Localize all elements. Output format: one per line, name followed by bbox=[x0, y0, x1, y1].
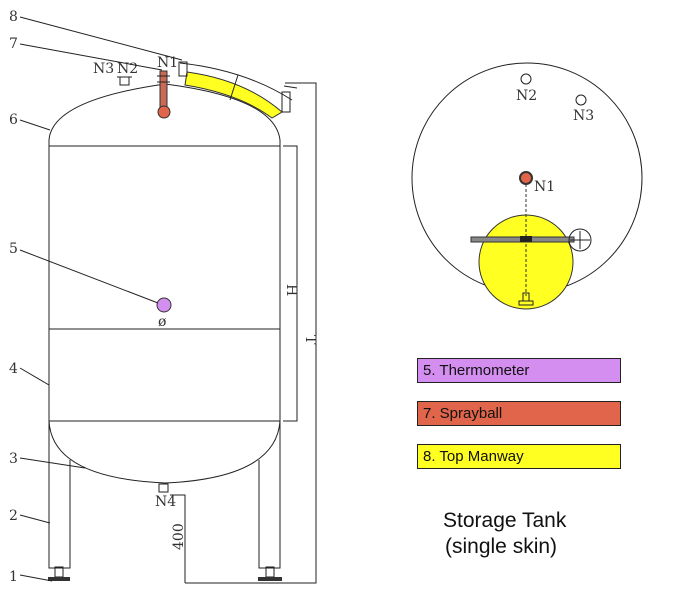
legend-thermometer: 5. Thermometer bbox=[417, 358, 621, 383]
callout-2: 2 bbox=[9, 508, 18, 524]
top-manway bbox=[184, 71, 283, 119]
total-height-dimension-line bbox=[185, 82, 317, 584]
callout-5: 5 bbox=[9, 241, 18, 257]
n4-label: N4 bbox=[155, 494, 176, 510]
callout-1: 1 bbox=[9, 569, 18, 585]
top-view-n1-label: N1 bbox=[534, 179, 555, 195]
legend-top-manway: 8. Top Manway bbox=[417, 444, 621, 469]
top-view-drawing: N2 N3 N1 bbox=[411, 62, 643, 310]
left-leg bbox=[48, 421, 71, 569]
diameter-label: ø bbox=[158, 314, 166, 330]
n4-nozzle bbox=[158, 483, 169, 493]
manway-clamp bbox=[281, 91, 291, 113]
n3-label: N3 bbox=[93, 61, 114, 77]
bottom-head bbox=[48, 420, 281, 484]
thermometer bbox=[156, 297, 172, 313]
sprayball-pipe bbox=[159, 70, 168, 112]
top-view-n3-label: N3 bbox=[573, 108, 594, 124]
leg-clearance-label: 400 bbox=[171, 523, 187, 550]
legend-sprayball: 7. Sprayball bbox=[417, 401, 621, 426]
height-dimension-line bbox=[283, 145, 298, 422]
left-foot-pad bbox=[48, 577, 70, 581]
n1-label: N1 bbox=[157, 55, 178, 71]
callout-6: 6 bbox=[9, 112, 18, 128]
top-view-sprayball bbox=[519, 171, 533, 185]
drawing-title: Storage Tank bbox=[443, 509, 567, 532]
leg-clearance-dimension-line bbox=[170, 494, 186, 583]
manway-hinge bbox=[178, 61, 188, 77]
manway-handle bbox=[568, 228, 592, 252]
callout-3: 3 bbox=[9, 451, 18, 467]
top-view-hinge bbox=[518, 300, 534, 306]
drawing-subtitle: (single skin) bbox=[445, 535, 558, 558]
callout-8: 8 bbox=[9, 9, 18, 25]
callout-7: 7 bbox=[9, 36, 18, 52]
n2-nozzle bbox=[119, 76, 130, 86]
callout-4: 4 bbox=[9, 361, 18, 377]
height-label: H bbox=[283, 284, 299, 296]
top-view-n2-label: N2 bbox=[516, 88, 537, 104]
top-view-n3 bbox=[575, 94, 587, 106]
right-foot-pad bbox=[258, 577, 282, 581]
top-view-n2 bbox=[520, 73, 532, 85]
total-height-label: T bbox=[302, 335, 318, 345]
right-leg bbox=[258, 421, 281, 569]
sprayball bbox=[157, 105, 171, 119]
